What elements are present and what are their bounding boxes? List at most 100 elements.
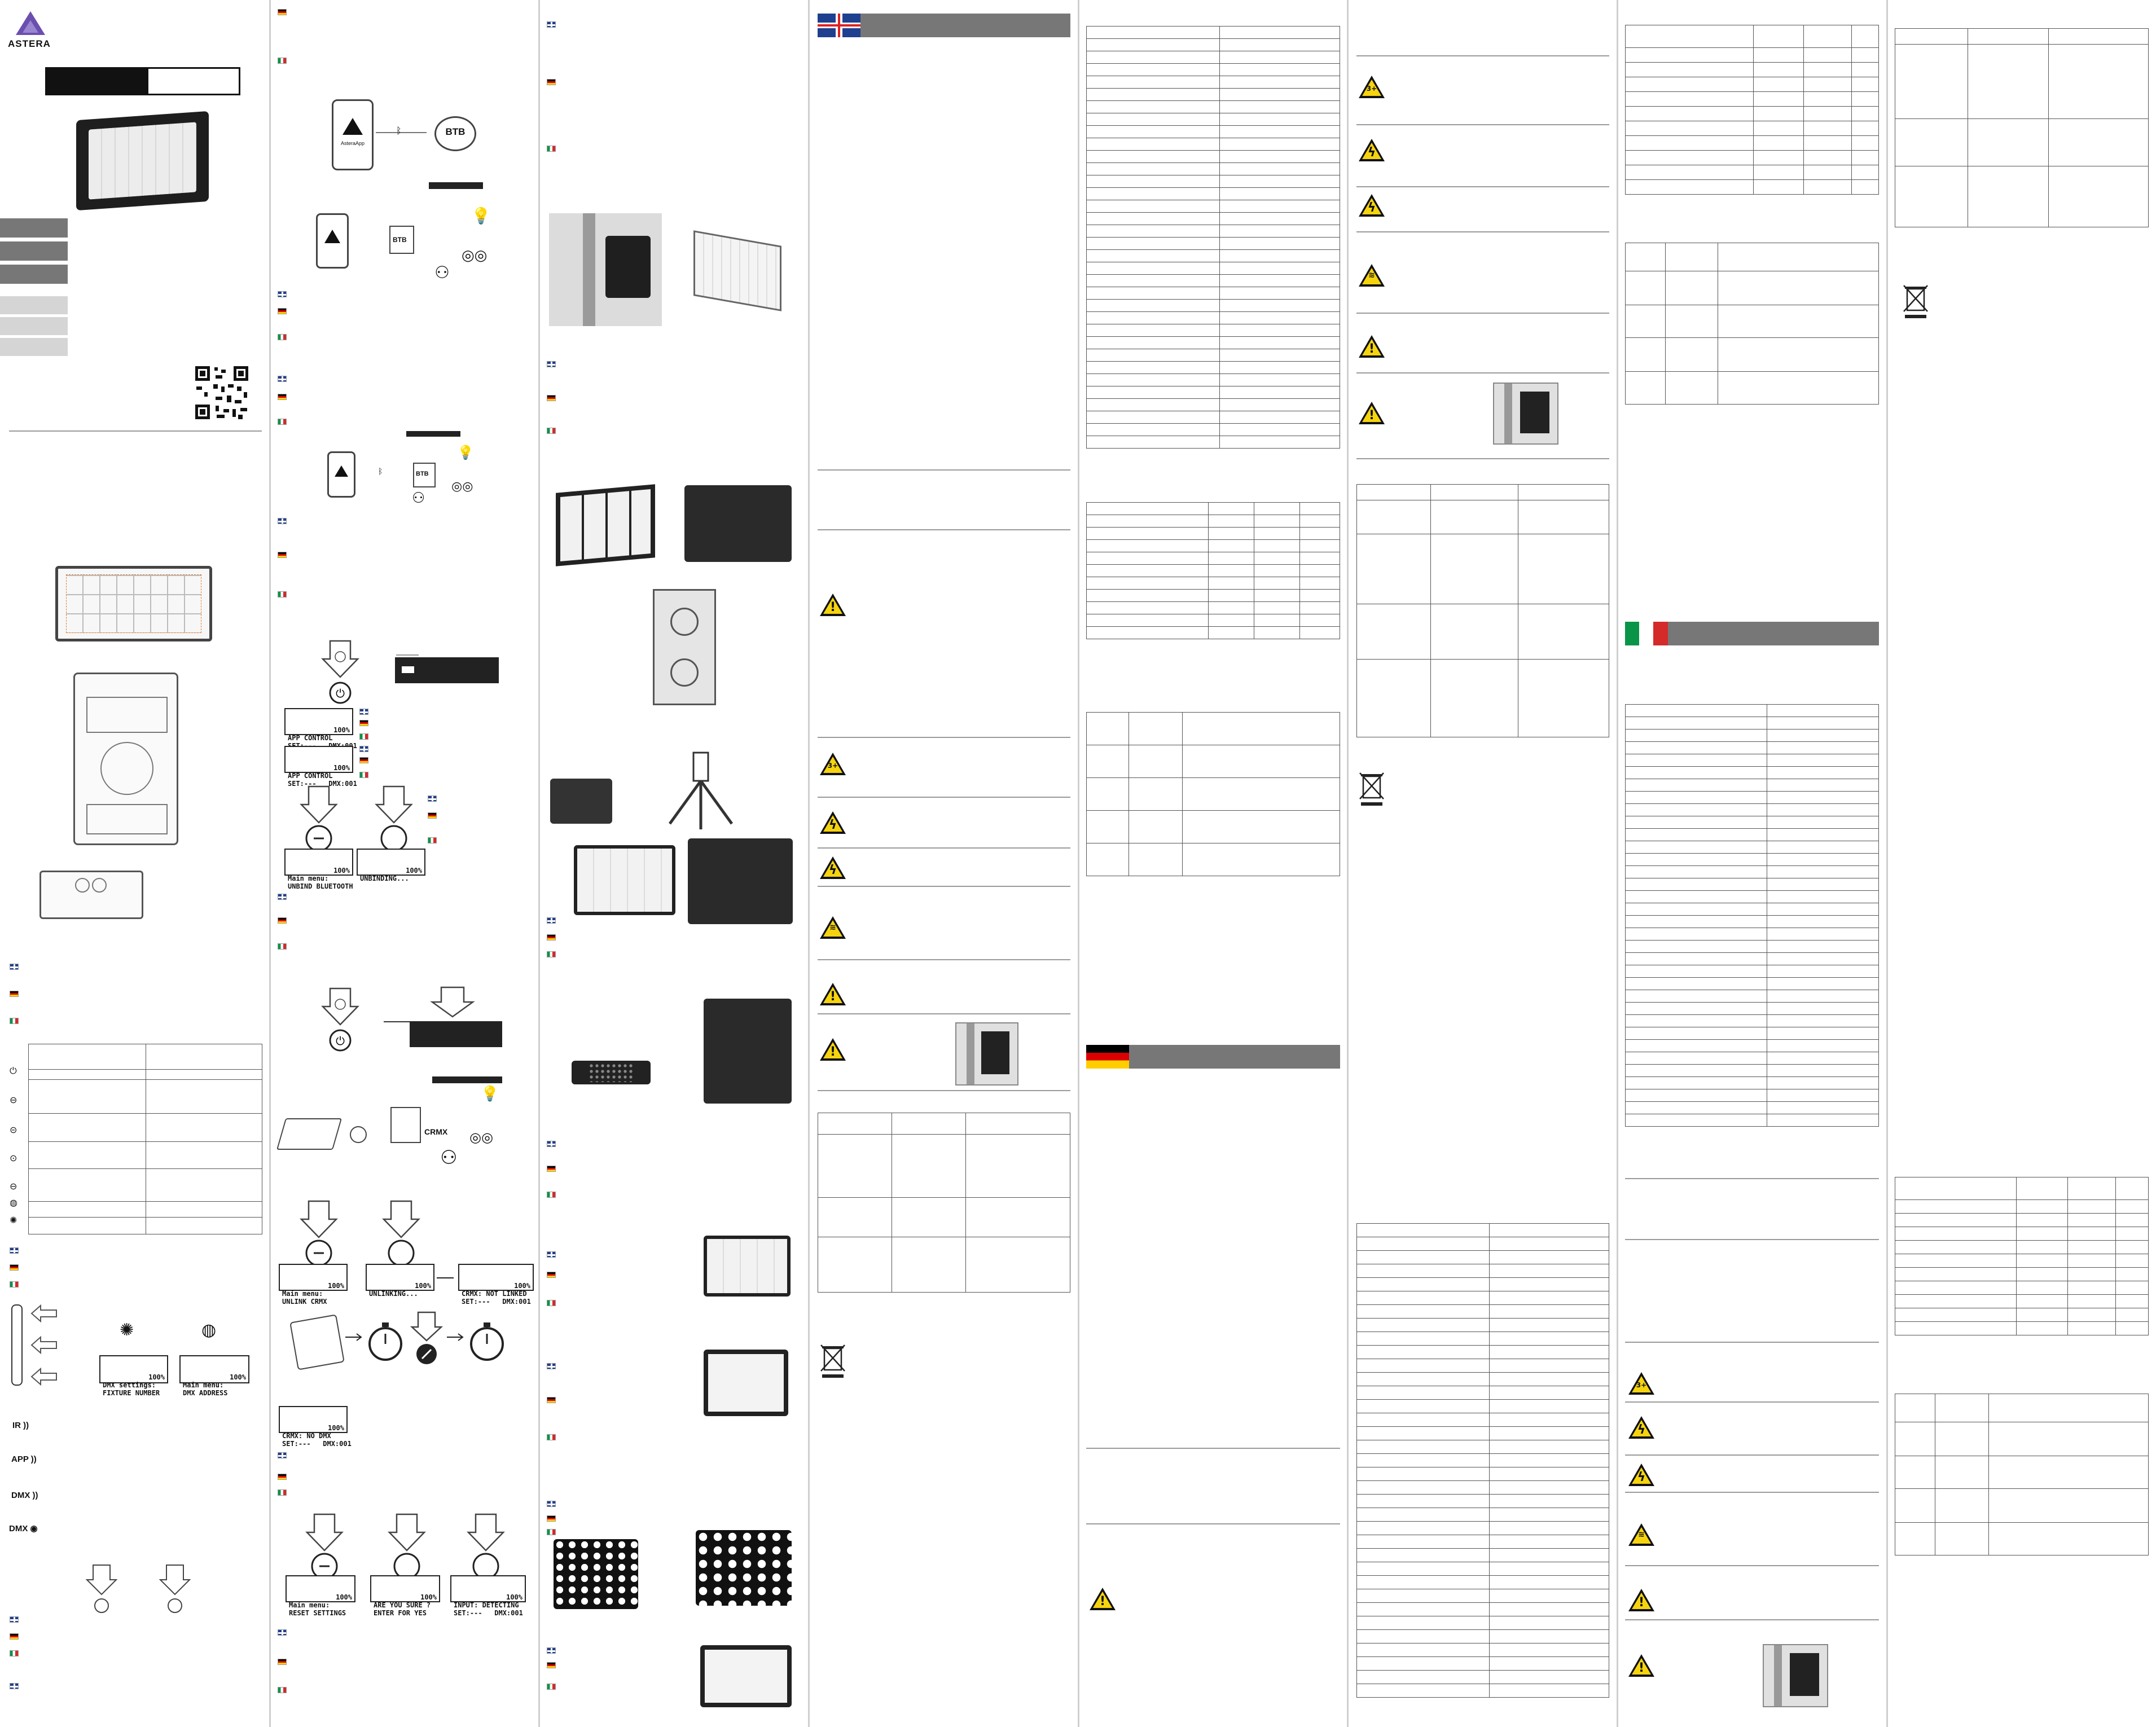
lamps-group-icon: ⚇ — [434, 263, 450, 283]
de-flag-icon — [547, 79, 556, 85]
english-section-header — [818, 14, 1070, 37]
italian-section-header — [1625, 622, 1879, 645]
weee-bin-icon — [1359, 772, 1384, 806]
specifications-table — [1356, 484, 1609, 737]
front-diagram — [55, 566, 212, 641]
column-6: 3+ ϟ ϟ ≋ ! ! — [1349, 0, 1617, 1727]
astera-logo-icon — [16, 11, 45, 35]
pole-mount-photo — [1763, 1644, 1828, 1707]
minus-icon: ⊖ — [10, 1181, 17, 1192]
press-arrow-icon — [410, 1311, 444, 1364]
press-arrow-icon — [85, 1565, 118, 1613]
de-flag-icon — [278, 308, 287, 314]
press-plus-arrow-icon — [375, 785, 413, 852]
uk-flag-icon — [10, 1683, 19, 1689]
uk-flag-icon — [278, 376, 287, 382]
it-flag-icon — [359, 733, 368, 740]
warning-icon — [820, 983, 846, 1005]
dmx-channel-table — [1356, 1223, 1609, 1698]
arrow-down-icon — [430, 986, 475, 1018]
lcd-screen: 100%Main menu:UNBIND BLUETOOTH — [284, 849, 353, 890]
brightness-icon: ✺ — [10, 1215, 17, 1225]
btb-bridge-icon: BTB — [434, 116, 476, 151]
de-flag-icon — [428, 812, 437, 819]
it-flag-icon — [278, 419, 287, 425]
language-tab — [0, 241, 68, 261]
qr-code-icon — [193, 364, 251, 421]
dmx-wired-status-icon: DMX ◉ — [9, 1524, 38, 1533]
de-flag-icon — [278, 1474, 287, 1480]
it-flag-icon — [10, 1018, 19, 1024]
product-photo — [76, 111, 209, 211]
warning-icon — [1628, 1654, 1654, 1677]
it-flag-icon — [278, 1687, 287, 1693]
de-flag-icon — [278, 917, 287, 924]
de-flag-icon — [359, 757, 368, 763]
press-minus-arrow-icon — [300, 1200, 338, 1267]
diffuser-photo — [700, 1645, 792, 1707]
column-8 — [1888, 0, 2156, 1727]
uk-flag-icon — [547, 361, 556, 367]
pole-mount-photo — [549, 213, 662, 326]
it-flag-icon — [10, 1650, 19, 1656]
press-minus-arrow-icon — [300, 785, 338, 852]
timer-icon — [368, 1322, 402, 1361]
uk-flag-icon — [278, 1629, 287, 1636]
timer-icon — [470, 1322, 504, 1361]
hot-surface-icon — [1628, 1523, 1654, 1546]
it-flag-icon — [547, 146, 556, 152]
uk-flag-icon — [547, 1251, 556, 1258]
rail-mount-diagram — [693, 230, 781, 311]
column-separator — [269, 0, 271, 1727]
uk-flag-icon — [547, 1363, 556, 1369]
it-flag-icon — [10, 1281, 19, 1287]
palette-icon: ◍ — [10, 1197, 17, 1208]
press-plus-arrow-icon — [388, 1513, 426, 1580]
it-flag-icon — [428, 837, 437, 843]
electric-warning-icon — [1628, 1416, 1654, 1439]
press-minus-arrow-icon — [305, 1513, 344, 1580]
it-flag-icon — [547, 1434, 556, 1440]
age-warning-icon — [1359, 76, 1385, 98]
pole-mount-photo — [955, 1022, 1018, 1086]
it-flag-icon — [547, 1529, 556, 1535]
minus-icon: ⊝ — [10, 1124, 17, 1135]
uk-flag-icon — [547, 917, 556, 924]
de-flag-icon — [547, 395, 556, 401]
press-arrow-icon — [159, 1565, 191, 1613]
column-7: 3+ ϟ ϟ ≋ ! ! — [1618, 0, 1886, 1727]
uk-flag-icon — [10, 1616, 19, 1623]
back-diagram — [73, 673, 178, 845]
lcd-screen: 100%ARE YOU SURE ?ENTER FOR YES — [370, 1575, 440, 1617]
uk-flag-icon — [547, 21, 556, 28]
power-icon: ⏻ — [10, 1065, 17, 1076]
it-flag-icon — [278, 1489, 287, 1496]
uk-flag-icon — [278, 291, 287, 297]
lamps-icon: ◎◎ — [469, 1130, 493, 1145]
light-back-photo — [688, 838, 793, 924]
accessories-table — [1625, 243, 1879, 405]
button-function-table — [28, 1044, 262, 1234]
tripod-mount-diagram — [668, 752, 734, 829]
ir-status-icon: IR )) — [12, 1421, 29, 1430]
column-1: ASTERA — [0, 0, 269, 1727]
bulb-icon: 💡 — [481, 1086, 499, 1102]
arrow-left-icon — [30, 1304, 57, 1386]
technical-data-table — [1625, 25, 1879, 195]
it-flag-icon — [547, 1300, 556, 1306]
de-flag-icon — [10, 991, 19, 997]
column-5: ! — [1079, 0, 1347, 1727]
accessories-table — [1895, 1394, 2149, 1555]
warning-icon — [1359, 335, 1385, 358]
de-flag-icon — [547, 934, 556, 941]
dmx-channel-table — [1625, 704, 1879, 1127]
brand-name: ASTERA — [8, 38, 51, 49]
de-flag-icon — [278, 394, 287, 400]
uk-flag-icon — [547, 1501, 556, 1507]
electric-warning-icon — [820, 811, 846, 834]
side-diagram — [39, 871, 143, 919]
minus-icon: ⊖ — [10, 1095, 17, 1105]
lcd-screen: 100%UNBINDING... — [357, 849, 425, 882]
